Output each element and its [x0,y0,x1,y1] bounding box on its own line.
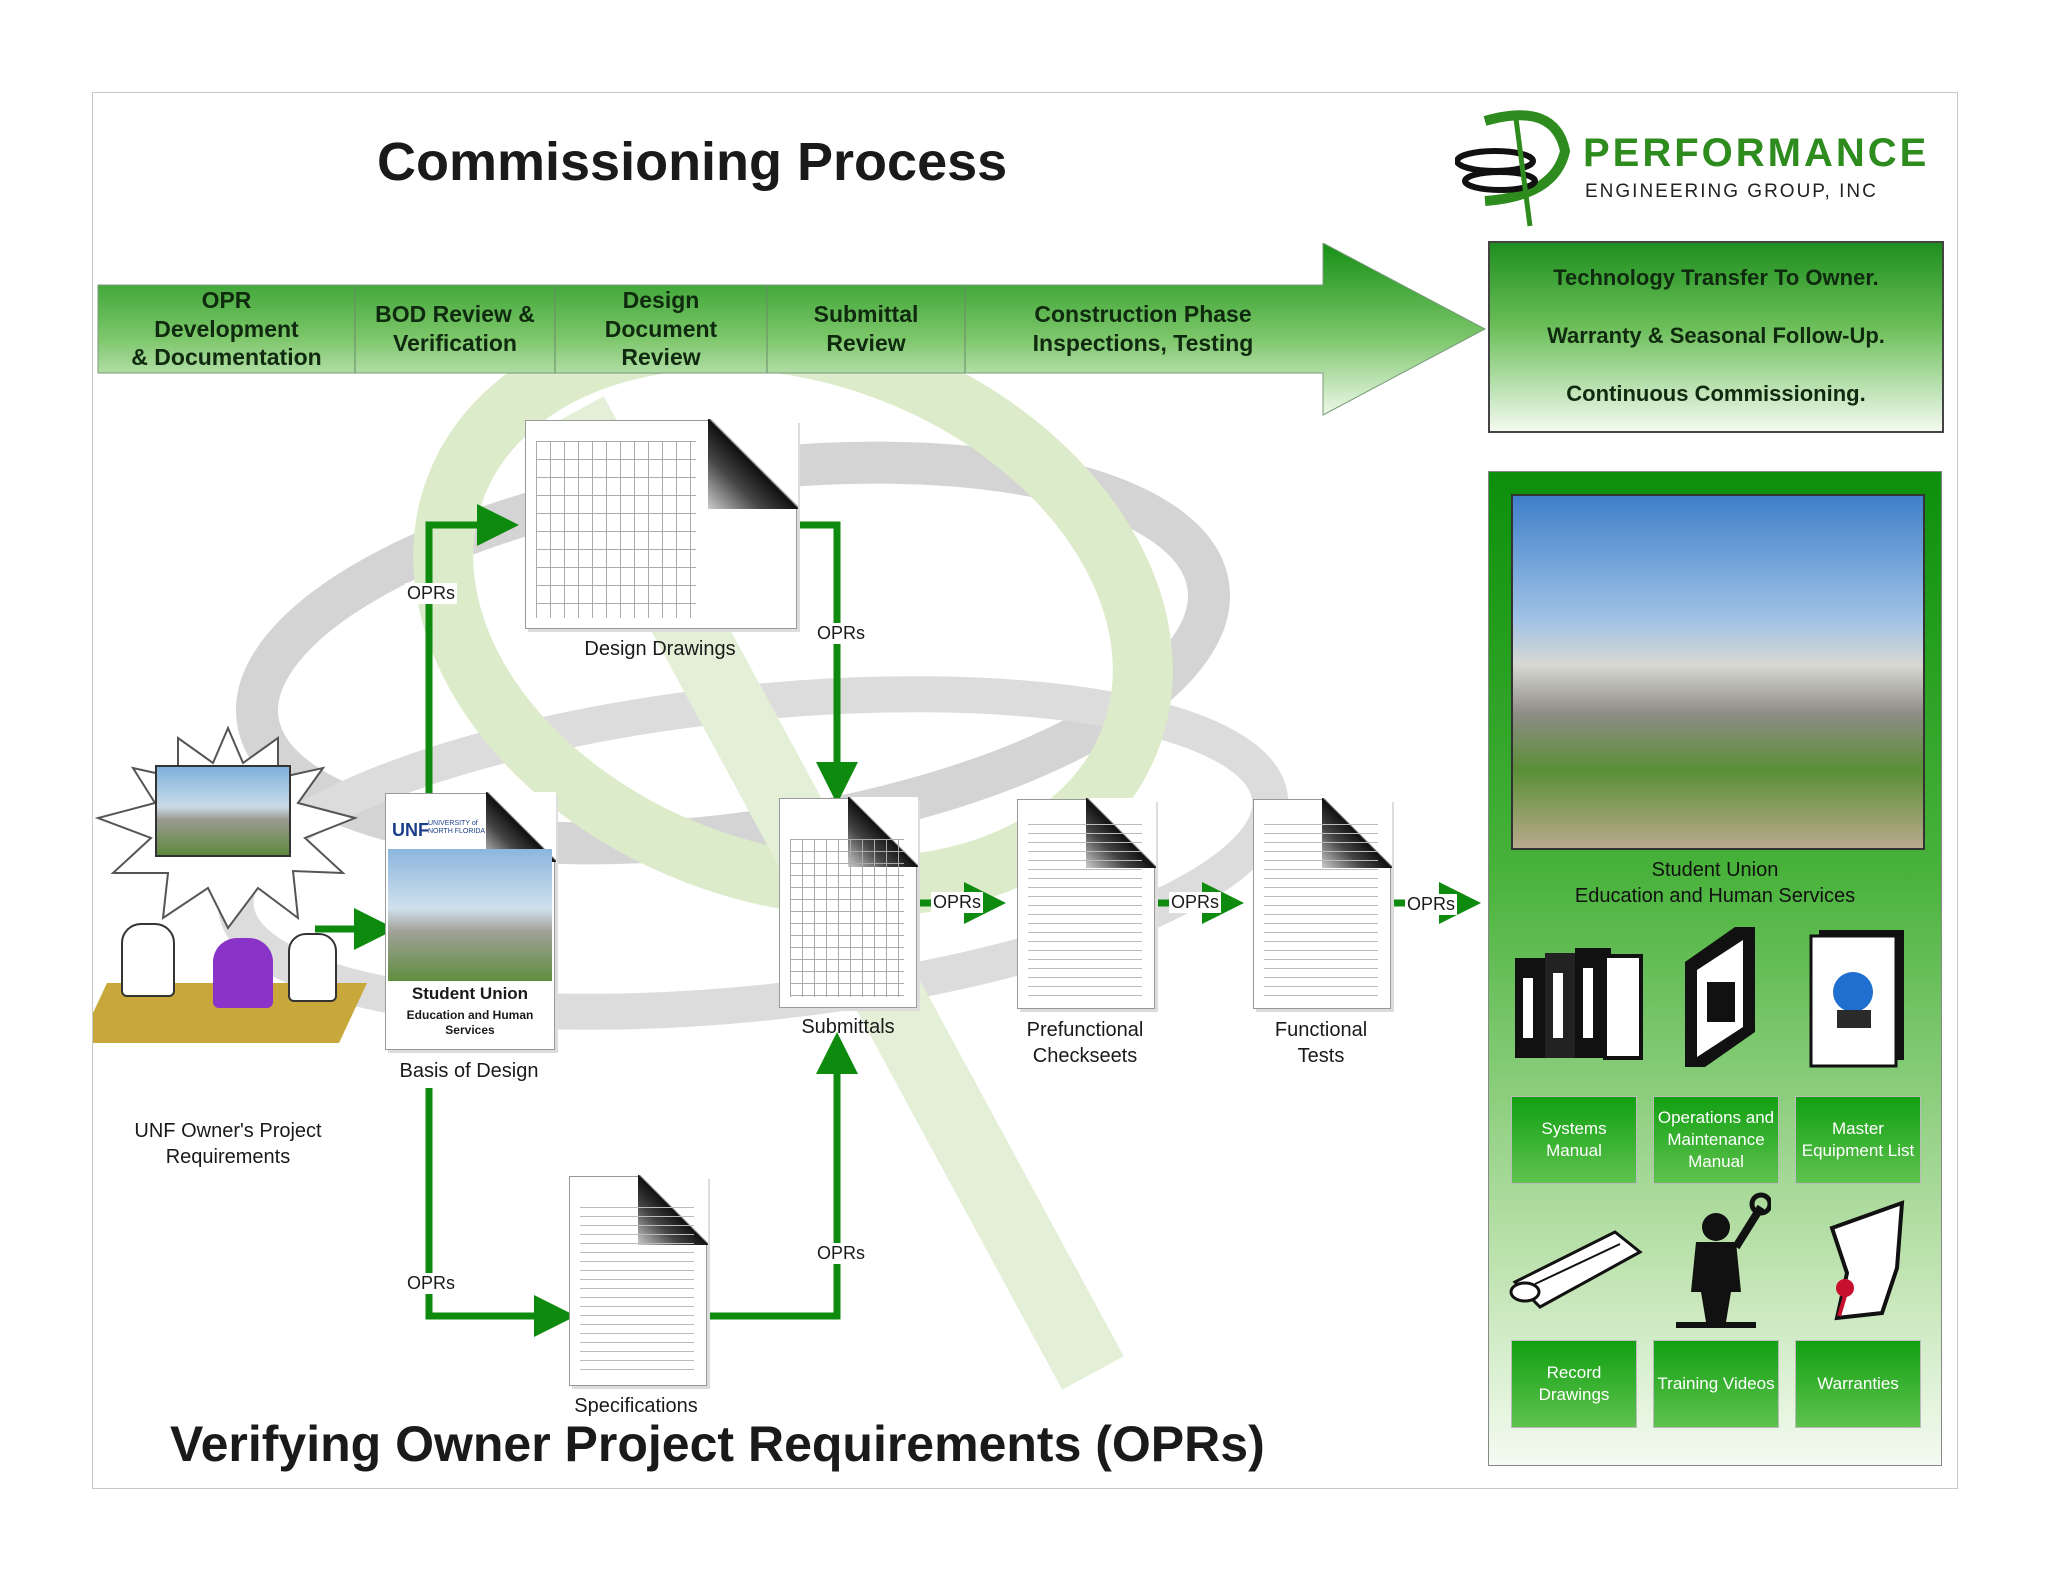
transfer-line-2: Warranty & Seasonal Follow-Up. [1547,323,1885,348]
person-left-icon [121,923,175,997]
design-drawings-document [525,419,798,629]
basis-doc-title: Student Union [411,984,529,1003]
record-drawings-icon [1509,1230,1643,1309]
opr-label-bottom-right: OPRs [815,1243,868,1264]
person-right-icon [288,933,337,1002]
equipment-list-icon [1809,930,1904,1068]
logo-main-text: PERFORMANCE [1583,131,1930,175]
stage-submittal: Submittal Review [813,301,919,356]
basis-of-design-document: UNF UNIVERSITY of NORTH FLORIDA Student … [385,792,556,1050]
opr-label-bottom-left: OPRs [405,1273,458,1294]
person-middle-icon [213,938,273,1008]
basis-caption: Basis of Design [399,1060,539,1082]
logo-sub-text: ENGINEERING GROUP, INC [1585,181,1878,202]
panel-caption: Student Union Education and Human Servic… [1574,859,1856,907]
deliverables-panel: Student Union Education and Human Servic… [1488,471,1942,1466]
opr-label-submittals: OPRs [931,892,984,913]
basis-doc-subtitle: Education and Human Services [406,1008,534,1037]
training-videos-button[interactable]: Training Videos [1653,1340,1779,1428]
warranties-button[interactable]: Warranties [1795,1340,1921,1428]
test-lines [1264,824,1378,998]
page-title: Commissioning Process [377,132,1008,192]
record-drawings-button[interactable]: Record Drawings [1511,1340,1637,1428]
stage-arrow [97,243,1487,416]
stage-design-review: Design Document Review [604,286,718,371]
systems-manual-button[interactable]: Systems Manual [1511,1096,1637,1184]
functional-caption: Functional Tests [1274,1019,1368,1067]
stage-opr: OPR Development & Documentation [131,286,322,371]
master-equipment-list-button[interactable]: Master Equipment List [1795,1096,1921,1184]
owner-caption: UNF Owner's Project Requirements [134,1120,322,1168]
transfer-line-3: Continuous Commissioning. [1566,381,1866,406]
spec-text-lines [580,1207,694,1375]
unf-logo: UNF [392,820,429,840]
transfer-line-1: Technology Transfer To Owner. [1553,265,1879,290]
stage-construction: Construction Phase Inspections, Testing [1032,301,1254,356]
transfer-box: Technology Transfer To Owner. Warranty &… [1488,241,1944,433]
om-manual-button[interactable]: Operations and Maintenance Manual [1653,1096,1779,1184]
page-curl-icon [708,419,798,509]
manual-book-icon [1685,927,1755,1067]
binders-icon [1515,948,1643,1060]
owner-illustration [93,723,367,1103]
submittals-caption: Submittals [801,1016,895,1038]
opr-label-top-left: OPRs [405,583,458,604]
opr-label-prefunctional: OPRs [1169,892,1222,913]
specifications-document [569,1175,708,1386]
unf-logo-small: UNIVERSITY of NORTH FLORIDA [428,820,486,835]
opr-label-functional: OPRs [1405,894,1458,915]
checksheet-lines [1028,824,1142,998]
prefunctional-document [1017,798,1156,1009]
functional-tests-document [1253,798,1392,1009]
drawing-lines [536,441,696,618]
student-union-photo [1511,494,1925,850]
basis-building-photo [388,849,552,981]
bottom-title: Verifying Owner Project Requirements (OP… [170,1416,1265,1472]
slide: Commissioning Process PERFORMANCE ENGINE… [92,92,1958,1489]
logo-mark-icon [1455,110,1571,227]
specifications-caption: Specifications [574,1395,698,1417]
design-drawings-caption: Design Drawings [584,638,736,660]
opr-label-top-right: OPRs [815,623,868,644]
prefunctional-caption: Prefunctional Checkseets [1026,1019,1144,1067]
stage-bod: BOD Review & Verification [375,301,535,356]
company-logo: PERFORMANCE ENGINEERING GROUP, INC [1455,101,1945,231]
warranty-certificate-icon [1829,1200,1905,1321]
training-worker-icon [1676,1192,1771,1328]
owner-building-thumb [155,765,291,857]
submittal-drawing-lines [790,839,904,997]
submittals-document [779,797,918,1008]
